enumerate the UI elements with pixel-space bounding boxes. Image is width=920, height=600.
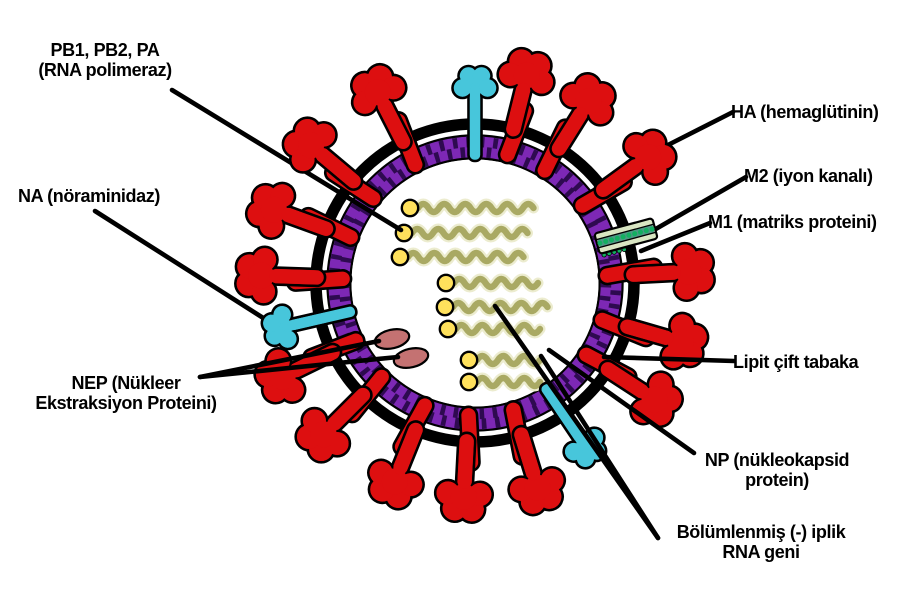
label-m2: M2 (iyon kanalı) [744, 166, 873, 186]
label-rna: Bölümlenmiş (-) iplik RNA geni [631, 522, 891, 562]
leader-rna-2 [492, 303, 661, 541]
label-lipid: Lipit çift tabaka [733, 352, 859, 372]
rna-segment [404, 249, 527, 265]
label-nep-line1: NEP (Nükleer [71, 373, 181, 393]
ha-spike [253, 330, 366, 405]
label-na: NA (nöraminidaz) [18, 186, 160, 206]
leader-nep-2 [197, 354, 401, 380]
ha-spike [294, 367, 392, 464]
rna-segment [414, 200, 537, 216]
ha-spike [535, 72, 617, 181]
label-ha-line1: HA (hemaglütinin) [731, 102, 879, 122]
rna-segment [408, 225, 531, 241]
virus-interior [373, 198, 553, 392]
polymerase-complex-dot [438, 319, 458, 339]
polymerase-complex-dot [400, 198, 420, 218]
label-polymerase-line1: PB1, PB2, PA [50, 40, 160, 60]
label-nep: NEP (Nükleer Ekstraksiyon Proteini) [6, 373, 246, 413]
label-na-line1: NA (nöraminidaz) [18, 186, 160, 206]
label-rna-line2: RNA geni [722, 542, 800, 562]
polymerase-complex-dot [459, 350, 479, 370]
label-lipid-line1: Lipit çift tabaka [733, 352, 859, 372]
leader-lipid [601, 354, 737, 364]
rna-segment [473, 374, 544, 390]
polymerase-complex-dot [390, 247, 410, 267]
na-spike [451, 64, 499, 163]
leader-na [92, 208, 271, 324]
ha-spike [367, 395, 435, 511]
leader-m2 [651, 174, 749, 233]
polymerase-complex-dot [435, 297, 455, 317]
ha-spike [281, 116, 383, 209]
ha-spike [350, 62, 426, 175]
label-nep-line2: Ekstraksiyon Proteini) [35, 393, 217, 413]
leader-m1 [638, 220, 713, 254]
label-polymerase: PB1, PB2, PA (RNA polimeraz) [7, 40, 203, 80]
ha-spike [496, 46, 556, 165]
polymerase-complex-dot [459, 372, 479, 392]
ha-spike [244, 181, 361, 248]
polymerase-complex-dot [436, 273, 456, 293]
rna-segment [449, 299, 551, 315]
label-m1: M1 (matriks proteini) [708, 212, 877, 232]
ha-spike [597, 241, 716, 303]
label-m2-line1: M2 (iyon kanalı) [744, 166, 873, 186]
surface-spikes [234, 46, 716, 524]
rna-segment [473, 352, 544, 368]
label-polymerase-line2: (RNA polimeraz) [38, 60, 172, 80]
label-np-line2: protein) [745, 470, 809, 490]
label-np: NP (nükleokapsid protein) [652, 450, 902, 490]
na-spike [260, 303, 358, 351]
ha-spike [503, 400, 567, 517]
leader-np [546, 347, 697, 456]
ha-spike [234, 245, 353, 306]
ha-spike [433, 405, 495, 524]
label-ha: HA (hemaglütinin) [731, 102, 879, 122]
label-m1-line1: M1 (matriks proteini) [708, 212, 877, 232]
ha-spike [572, 128, 678, 216]
rna-segment [452, 321, 544, 337]
label-np-line1: NP (nükleokapsid [704, 450, 850, 470]
leader-polymerase [169, 87, 404, 233]
m2-ion-channel [593, 217, 659, 258]
leader-ha [663, 109, 736, 149]
nep-oval [392, 347, 430, 369]
rna-segment [450, 275, 542, 291]
leader-nep-1 [197, 338, 382, 380]
label-rna-line1: Bölümlenmiş (-) iplik [676, 522, 846, 542]
